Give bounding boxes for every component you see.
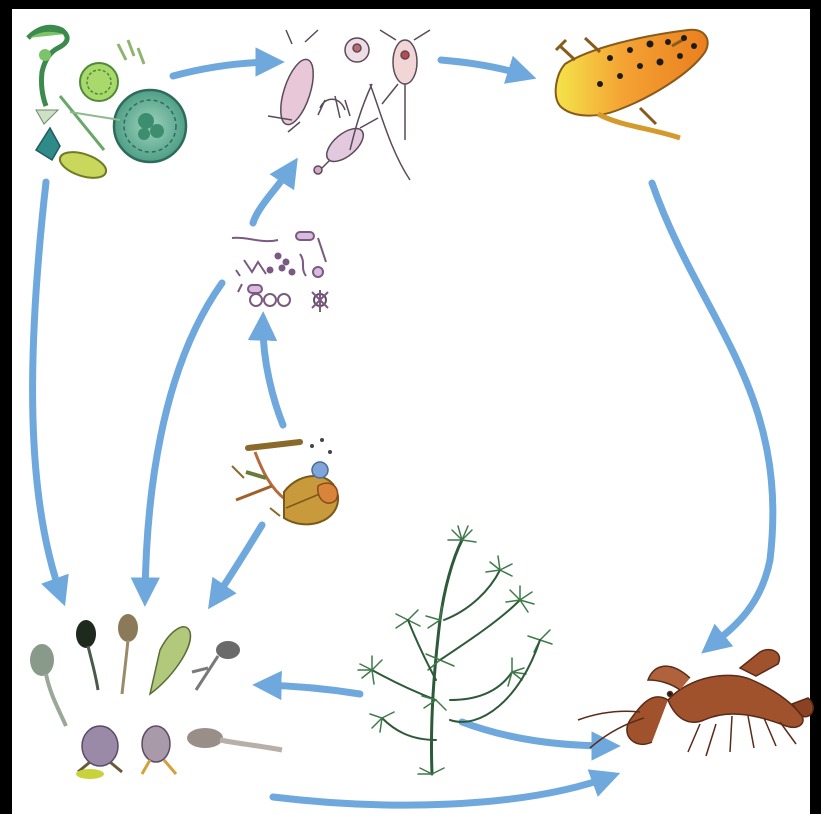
- arrow-detritus-to-tadpoles: [213, 525, 262, 602]
- arrow-detritus-to-bacteria: [263, 320, 283, 425]
- zooplankton-icon: [268, 30, 430, 180]
- detritus-icon: [232, 438, 338, 524]
- phytoplankton-icon: [28, 27, 186, 183]
- tadpole-icon: [30, 614, 282, 779]
- frame-top: [0, 0, 821, 9]
- newt-icon: [556, 30, 708, 138]
- arrow-tadpoles-to-crayfish: [273, 776, 612, 805]
- arrow-bacteria-to-tadpoles: [145, 283, 222, 598]
- arrows: [33, 60, 773, 805]
- arrow-phytoplankton-to-zooplankton: [173, 62, 276, 76]
- crayfish-icon: [578, 650, 813, 756]
- arrow-waterweed-to-crayfish: [462, 722, 612, 746]
- frame-right: [810, 0, 821, 814]
- arrow-bacteria-to-zooplankton: [253, 165, 293, 223]
- bacteria-icon: [232, 232, 328, 312]
- arrow-phytoplankton-to-tadpoles: [33, 182, 62, 598]
- frame-left: [0, 0, 12, 814]
- arrow-waterweed-to-tadpoles: [261, 685, 360, 694]
- arrow-newt-to-crayfish: [652, 183, 773, 648]
- arrow-zooplankton-to-newt: [441, 60, 528, 76]
